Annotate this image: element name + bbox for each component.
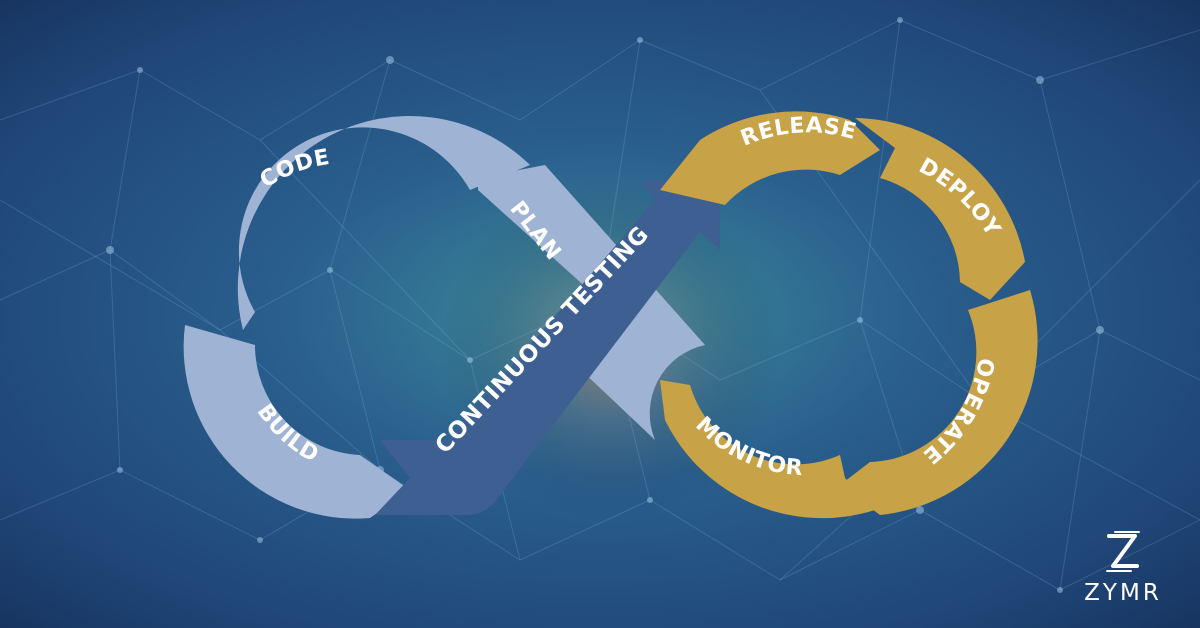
operate-segment [840,290,1038,515]
deploy-segment [855,118,1025,300]
release-segment [660,111,880,205]
code-segment [237,116,530,330]
zymr-logo: ZYMR [1068,530,1178,606]
build-segment [183,325,410,519]
brand-name: ZYMR [1084,580,1162,606]
monitor-segment [660,380,875,519]
zymr-z-mark-icon [1106,531,1140,572]
continuous-testing-arrow [375,180,720,515]
plan-segment [478,165,705,440]
